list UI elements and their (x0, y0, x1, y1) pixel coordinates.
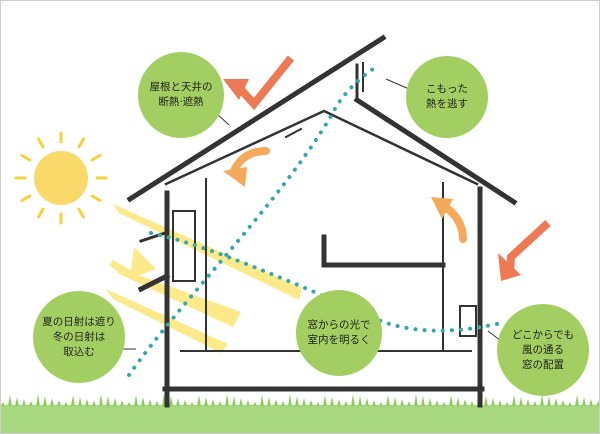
sun-ray (90, 194, 102, 202)
airflow-arrow-icon (431, 197, 467, 243)
callout-sun-control-line3: 取込む (63, 345, 95, 358)
callout-window-light-line2: 室内を明るく (307, 334, 371, 346)
callout-heat-release-line2: 熱を逃す (426, 98, 468, 110)
sun-ray (20, 194, 32, 202)
wind-arrow-icon (498, 220, 551, 281)
callout-roof-insulation: 屋根と天井の 断熱·遮熱 (138, 52, 224, 138)
callout-window-light: 窓からの光で 室内を明るく (296, 290, 382, 376)
callout-sun-control-line1: 夏の日射は遮り (42, 315, 116, 328)
sun-ray (77, 137, 85, 149)
callout-heat-release-line1: こもった (426, 83, 468, 95)
callout-roof-insulation-line1: 屋根と天井の (149, 81, 213, 93)
callout-window-layout: どこからでも 風の通る 窓の配置 (497, 304, 589, 396)
callout-heat-release: こもった 熱を逃す (406, 56, 488, 138)
ground (1, 405, 599, 433)
callout-window-layout-line1: どこからでも (511, 328, 575, 341)
airflow-arrow-icon (223, 147, 270, 187)
sun-icon (14, 131, 108, 225)
grass-tufts (1, 394, 599, 406)
airflow-path (127, 67, 503, 377)
callout-roof-insulation-line2: 断熱·遮熱 (158, 96, 204, 108)
callout-sun-control: 夏の日射は遮り 冬の日射は 取込む (33, 291, 125, 383)
sun-ray (37, 137, 45, 149)
heat-arrow-icon (223, 55, 295, 111)
callout-window-light-line1: 窓からの光で (307, 319, 371, 331)
callout-window-layout-line2: 風の通る (522, 343, 564, 356)
callout-sun-control-line2: 冬の日射は (52, 330, 106, 343)
sunlight-arrow-icon (109, 247, 156, 283)
sun-ray (77, 207, 85, 219)
sun-ray (37, 207, 45, 219)
sun-ray (20, 154, 32, 162)
sun-ray (90, 154, 102, 162)
callout-window-layout-line3: 窓の配置 (522, 358, 564, 371)
house-structure (126, 34, 518, 408)
